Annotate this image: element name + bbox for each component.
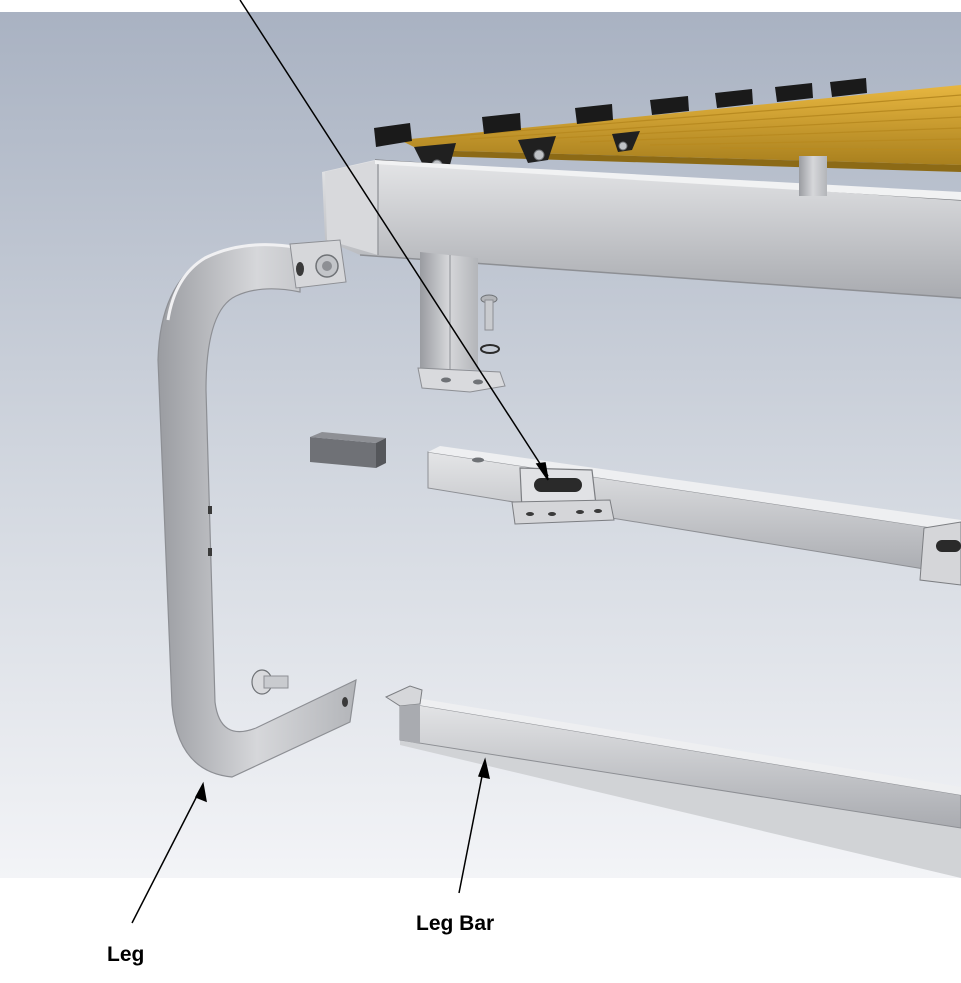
crossbar [427, 446, 961, 586]
center-post [417, 252, 506, 393]
leg-part [157, 239, 357, 778]
leader-line-bracket [239, 0, 549, 477]
arrowhead-leg-bar [477, 757, 490, 779]
leader-line-leg-bar [458, 765, 485, 894]
pin-bolt [251, 669, 289, 695]
leader-line-leg [131, 789, 201, 924]
frame-rail [322, 156, 961, 299]
callout-lines [131, 0, 549, 924]
arrowhead-bracket [535, 462, 549, 481]
leg-bar-part [384, 685, 961, 878]
arrowhead-leg [194, 781, 207, 803]
callout-label-leg: Leg [107, 943, 145, 966]
callout-label-leg-bar: Leg Bar [416, 912, 495, 935]
spacer-block [310, 432, 386, 468]
bolt-small [480, 294, 500, 354]
